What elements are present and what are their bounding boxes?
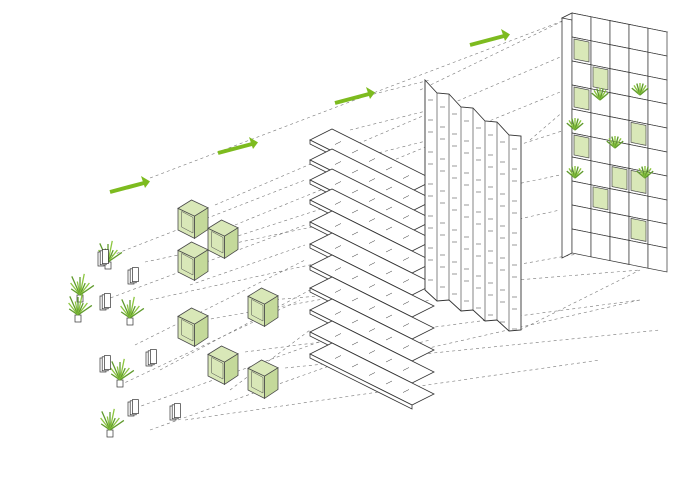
book-stack-icon — [97, 249, 109, 267]
potted-plant-icon — [70, 273, 95, 303]
wall-cell — [609, 212, 630, 241]
wall-cell — [628, 23, 649, 53]
wall-side — [561, 12, 573, 259]
wall-planter-cube — [573, 38, 590, 63]
book-stack-icon — [99, 355, 111, 373]
wall-cell — [647, 219, 668, 249]
potted-plant-icon — [68, 293, 93, 323]
wall-planter-cube — [592, 186, 609, 211]
book-stack-icon — [127, 267, 139, 285]
guide-line — [419, 299, 641, 351]
wall-cell — [590, 40, 611, 70]
planter-cube — [247, 359, 279, 400]
guide-line — [229, 329, 311, 391]
wall-cell — [609, 20, 630, 49]
green-arrow-icon — [109, 176, 150, 194]
guide-line — [189, 244, 306, 286]
wall-cell — [571, 228, 592, 258]
green-arrow-icon — [334, 87, 375, 105]
guide-line — [159, 289, 311, 371]
wall-plant-icon — [606, 136, 624, 149]
wall-planter-cube — [630, 217, 647, 242]
book-stack-icon — [127, 399, 139, 417]
wall-cell — [647, 147, 668, 177]
planter-cube — [207, 219, 239, 260]
green-arrow-icon — [469, 29, 510, 47]
direction-arrows — [109, 29, 510, 194]
wall-planter-cube — [611, 166, 628, 191]
wall-planter-cube — [573, 134, 590, 159]
wall-plant-icon — [591, 88, 609, 101]
wall-cell — [628, 191, 649, 221]
wall-cell — [628, 239, 649, 269]
book-stack-icon — [99, 293, 111, 311]
wall-cell — [647, 99, 668, 129]
wall-cell — [609, 236, 630, 265]
wall-cell — [590, 208, 611, 238]
wall-cell — [590, 112, 611, 142]
wall-cell — [647, 171, 668, 201]
book-stack-icon — [145, 349, 157, 367]
planter-cube — [177, 307, 209, 348]
guide-line — [519, 269, 641, 331]
wall-cell — [571, 180, 592, 210]
stage-shelf-boards — [309, 128, 435, 410]
wall-cell — [609, 68, 630, 97]
planter-cube — [207, 345, 239, 386]
wall-plant-icon — [631, 83, 649, 96]
guide-line — [244, 299, 641, 353]
wall-plant-icon — [636, 166, 654, 179]
wall-cell — [647, 243, 668, 273]
wall-cell — [647, 75, 668, 105]
wall-cell — [647, 195, 668, 225]
wall-cell — [571, 60, 592, 90]
guide-line — [184, 359, 601, 421]
wall-cell — [590, 232, 611, 262]
stage-assembled-wall — [560, 12, 669, 273]
wall-planter-cube — [630, 121, 647, 146]
shelf-board — [309, 342, 435, 410]
potted-plant-icon — [120, 296, 145, 326]
guide-line — [349, 109, 431, 131]
wall-planter-cube — [592, 66, 609, 91]
planter-cube — [177, 199, 209, 240]
wall-cell — [609, 92, 630, 121]
wall-cell — [647, 51, 668, 81]
wall-cell — [590, 16, 611, 46]
wall-cell — [647, 27, 668, 57]
potted-plant-icon — [100, 408, 125, 438]
planter-cube — [247, 287, 279, 328]
guide-line — [134, 259, 306, 346]
wall-cell — [571, 204, 592, 234]
stage-plants-and-books — [68, 240, 181, 438]
book-stack-icon — [169, 403, 181, 421]
potted-plant-icon — [110, 358, 135, 388]
wall-planter-cube — [573, 86, 590, 111]
wall-cell — [590, 160, 611, 190]
wall-cell — [628, 95, 649, 125]
wall-cell — [609, 44, 630, 73]
wall-cell — [647, 123, 668, 153]
wall-plant-icon — [566, 166, 584, 179]
wall-cell — [609, 188, 630, 217]
wall-cell — [571, 12, 592, 42]
guide-line — [419, 19, 566, 91]
wall-cell — [628, 47, 649, 77]
fin-panel — [424, 78, 522, 332]
wall-plant-icon — [566, 118, 584, 131]
stage-planter-cubes — [177, 199, 279, 400]
guide-line — [529, 109, 566, 141]
green-arrow-icon — [217, 137, 258, 155]
stage-vertical-fins — [424, 78, 522, 332]
planter-cube — [177, 241, 209, 282]
